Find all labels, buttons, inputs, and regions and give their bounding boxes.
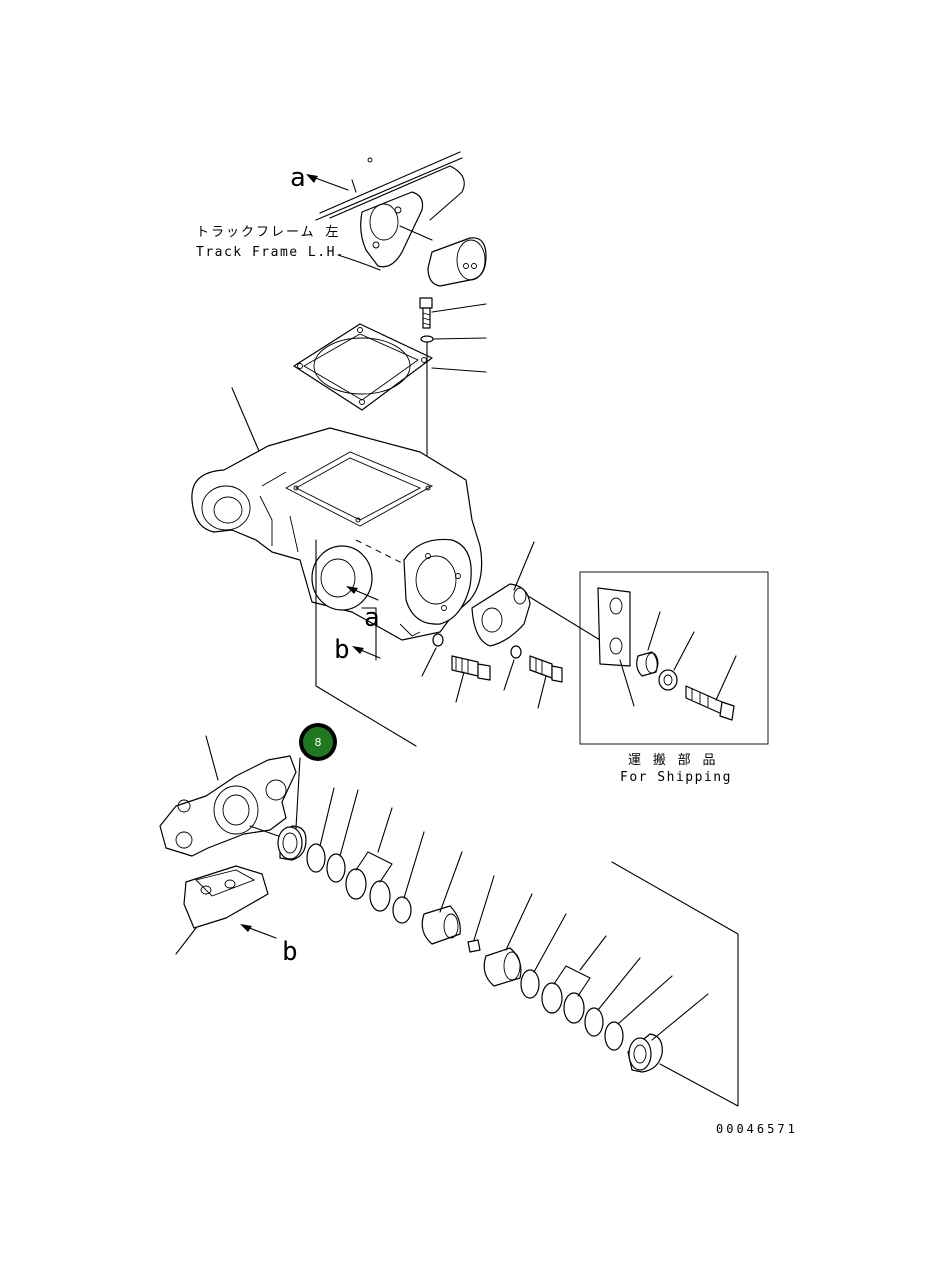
end-collar bbox=[627, 993, 709, 1073]
shipping-parts-box bbox=[579, 571, 769, 745]
bushing-left bbox=[277, 825, 307, 861]
callout-marker-8[interactable]: 8 bbox=[295, 723, 337, 829]
equalizer-bar-body bbox=[191, 387, 483, 641]
ring-3 bbox=[392, 831, 425, 924]
washer-left bbox=[421, 633, 444, 677]
washer-right bbox=[503, 645, 522, 691]
pin-shaft bbox=[421, 851, 463, 945]
cover-plate bbox=[293, 323, 487, 481]
ring-4 bbox=[520, 913, 567, 999]
bolt-right bbox=[529, 655, 563, 709]
shipping-bracket bbox=[471, 541, 601, 647]
track-frame-label-en: Track Frame L.H. bbox=[196, 245, 345, 260]
cover-bolt bbox=[419, 297, 487, 329]
shipping-label-jp: 運 搬 部 品 bbox=[628, 753, 717, 768]
cover-washer bbox=[420, 335, 487, 343]
bushing-right bbox=[483, 893, 533, 987]
shipping-label-en: For Shipping bbox=[620, 770, 732, 785]
ring-5 bbox=[584, 957, 641, 1037]
ring-6 bbox=[604, 975, 673, 1051]
ref-letter-a-top: a bbox=[290, 163, 306, 193]
pin-cylinder-top bbox=[399, 225, 487, 287]
drawing-number: 00046571 bbox=[716, 1122, 798, 1136]
seal-pair-right bbox=[541, 935, 607, 1024]
ring-1 bbox=[306, 787, 335, 873]
track-frame-lh bbox=[315, 151, 465, 271]
plug-screw bbox=[467, 875, 495, 953]
guard-block bbox=[175, 865, 277, 955]
ref-letter-b-body: b bbox=[334, 635, 350, 665]
seal-pair-left bbox=[345, 807, 393, 912]
ring-2 bbox=[326, 789, 359, 883]
ref-letter-b-guard: b bbox=[282, 937, 298, 967]
equalizer-link bbox=[159, 735, 297, 857]
callout-number: 8 bbox=[315, 736, 322, 749]
track-frame-label-jp: トラックフレーム 左 bbox=[196, 225, 340, 240]
bolt-left bbox=[451, 655, 491, 703]
